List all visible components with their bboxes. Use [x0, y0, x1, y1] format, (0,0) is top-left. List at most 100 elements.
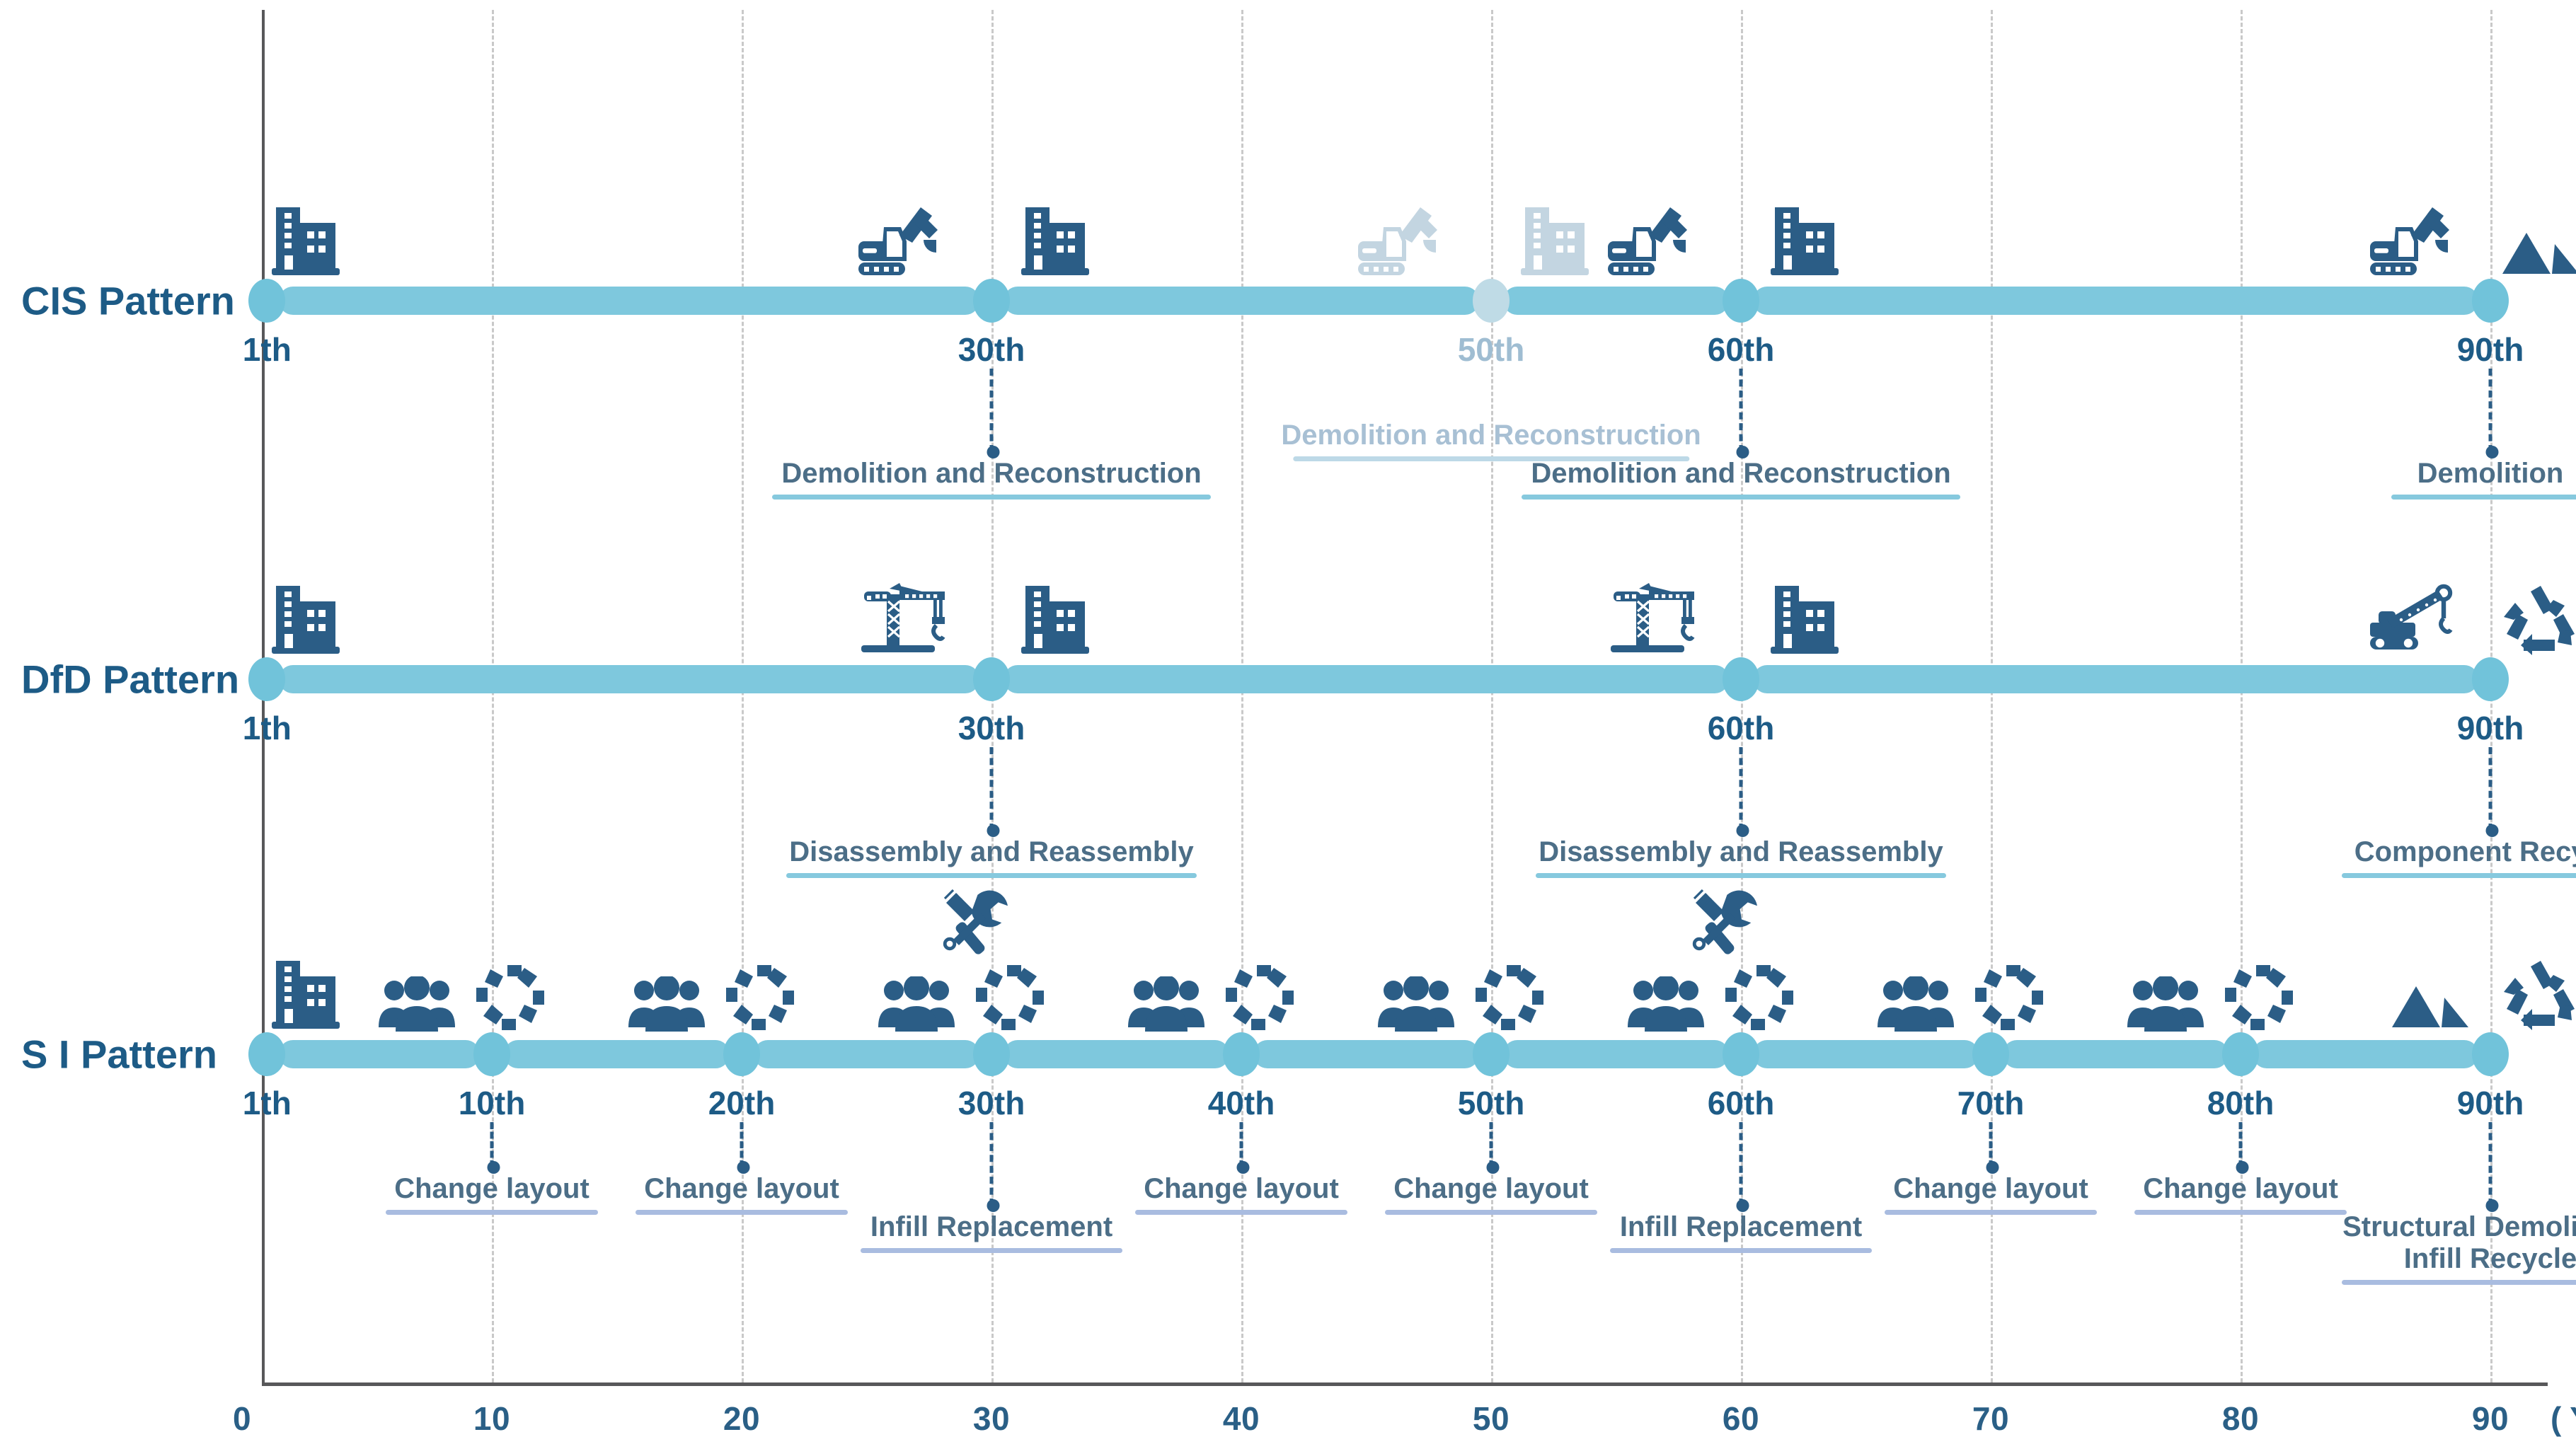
annotation: Demolition and Reconstruction — [1281, 420, 1701, 461]
building-icon — [1518, 204, 1594, 278]
leader-line — [2236, 1122, 2249, 1174]
leader-line — [2485, 747, 2499, 837]
timeline-node-50th[interactable] — [1473, 1032, 1510, 1076]
people-icon — [379, 976, 456, 1032]
rubble-icon — [2389, 979, 2471, 1032]
timeline-segment — [2253, 1040, 2478, 1068]
node-label-40th: 40th — [1207, 1085, 1275, 1121]
timeline-node-80th[interactable] — [2222, 1032, 2259, 1076]
timeline-node-70th[interactable] — [1972, 1032, 2009, 1076]
annotation-text: Change layout — [1144, 1173, 1339, 1204]
annotation-underline — [786, 872, 1197, 878]
timeline-segment — [1004, 287, 1479, 315]
timeline-node-10th[interactable] — [473, 1032, 510, 1076]
mobile-crane-icon — [2367, 583, 2473, 657]
annotation-underline — [2342, 1279, 2576, 1285]
annotation-underline — [2391, 494, 2576, 500]
gridline-50 — [1491, 10, 1493, 1382]
recycle-icon — [2501, 958, 2576, 1032]
annotation-underline — [861, 1247, 1122, 1253]
timeline-segment — [754, 1040, 979, 1068]
timeline-node-50th[interactable] — [1473, 279, 1510, 323]
timeline-segment — [279, 665, 979, 693]
annotation-underline — [772, 494, 1211, 500]
building-icon — [269, 958, 345, 1032]
people-icon — [1128, 976, 1205, 1032]
annotation-underline — [1610, 1247, 1872, 1253]
node-label-80th: 80th — [2207, 1085, 2275, 1121]
timeline-node-40th[interactable] — [1223, 1032, 1260, 1076]
timeline-node-20th[interactable] — [723, 1032, 760, 1076]
annotation-text: Disassembly and Reassembly — [1539, 836, 1943, 867]
x-tick-90: 90 — [2471, 1400, 2509, 1437]
timeline-node-1th[interactable] — [248, 1032, 286, 1076]
x-axis — [262, 1382, 2548, 1386]
annotation-underline — [2134, 1209, 2347, 1215]
annotation-text: Disassembly and Reassembly — [789, 836, 1194, 867]
timeline-segment — [1253, 1040, 1479, 1068]
x-axis-unit-label: ( Year ) — [2551, 1400, 2576, 1437]
timeline-segment — [279, 287, 979, 315]
leader-line — [1736, 1122, 1749, 1212]
gridline-20 — [742, 10, 744, 1382]
leader-line — [1486, 1122, 1500, 1174]
annotation-underline — [1135, 1209, 1347, 1215]
annotation-text: Structural Demolition, — [2342, 1211, 2576, 1242]
annotation-text: Infill Replacement — [870, 1211, 1113, 1242]
timeline-segment — [279, 1040, 480, 1068]
node-label-70th: 70th — [1957, 1085, 2025, 1121]
timeline-segment — [1004, 1040, 1229, 1068]
timeline-node-30th[interactable] — [973, 1032, 1010, 1076]
timeline-segment — [1503, 287, 1729, 315]
annotation-underline — [1536, 872, 1946, 878]
tower-crane-icon — [1602, 580, 1704, 657]
timeline-node-90th[interactable] — [2472, 279, 2509, 323]
cycle-icon — [726, 962, 797, 1032]
annotation: Disassembly and Reassembly — [786, 836, 1197, 878]
timeline-node-90th[interactable] — [2472, 1032, 2509, 1076]
people-icon — [2127, 976, 2204, 1032]
annotation: Demolition — [2391, 458, 2576, 500]
timeline-segment — [1503, 1040, 1729, 1068]
annotation-text: Component Recycle — [2354, 836, 2576, 867]
people-icon — [1878, 976, 1955, 1032]
x-tick-50: 50 — [1472, 1400, 1510, 1437]
x-tick-0: 0 — [232, 1400, 252, 1437]
leader-line — [987, 369, 1000, 458]
building-icon — [1018, 204, 1095, 278]
cycle-icon — [1476, 962, 1546, 1032]
annotation-underline — [1292, 456, 1689, 461]
annotation-underline — [636, 1209, 848, 1215]
timeline-node-30th[interactable] — [973, 657, 1010, 701]
node-label-1th: 1th — [242, 331, 292, 368]
building-icon — [269, 583, 345, 657]
annotation-text: Demolition and Reconstruction — [1281, 420, 1701, 451]
excavator-icon — [2367, 204, 2463, 278]
annotation-text: Demolition — [2417, 458, 2564, 489]
leader-line — [1736, 369, 1749, 458]
node-label-1th: 1th — [242, 710, 292, 746]
leader-line — [987, 747, 1000, 837]
node-label-30th: 30th — [958, 1085, 1025, 1121]
annotation-text: Change layout — [644, 1173, 839, 1204]
gridline-40 — [1241, 10, 1243, 1382]
timeline-node-90th[interactable] — [2472, 657, 2509, 701]
timeline-node-60th[interactable] — [1723, 657, 1759, 701]
tools-icon — [1691, 889, 1765, 955]
timeline-node-1th[interactable] — [248, 657, 286, 701]
timeline-segment — [2003, 1040, 2229, 1068]
timeline-node-30th[interactable] — [973, 279, 1010, 323]
annotation: Change layout — [1885, 1173, 2097, 1215]
row-label-dfd-pattern: DfD Pattern — [21, 657, 240, 702]
timeline-node-60th[interactable] — [1723, 279, 1759, 323]
annotation-text: Change layout — [2143, 1173, 2338, 1204]
annotation-text: Demolition and Reconstruction — [781, 458, 1202, 489]
timeline-node-60th[interactable] — [1723, 1032, 1759, 1076]
timeline-segment — [1753, 287, 2478, 315]
people-icon — [878, 976, 955, 1032]
people-icon — [1378, 976, 1455, 1032]
annotation: Demolition and Reconstruction — [1522, 458, 1960, 500]
building-icon — [1768, 204, 1844, 278]
timeline-node-1th[interactable] — [248, 279, 286, 323]
